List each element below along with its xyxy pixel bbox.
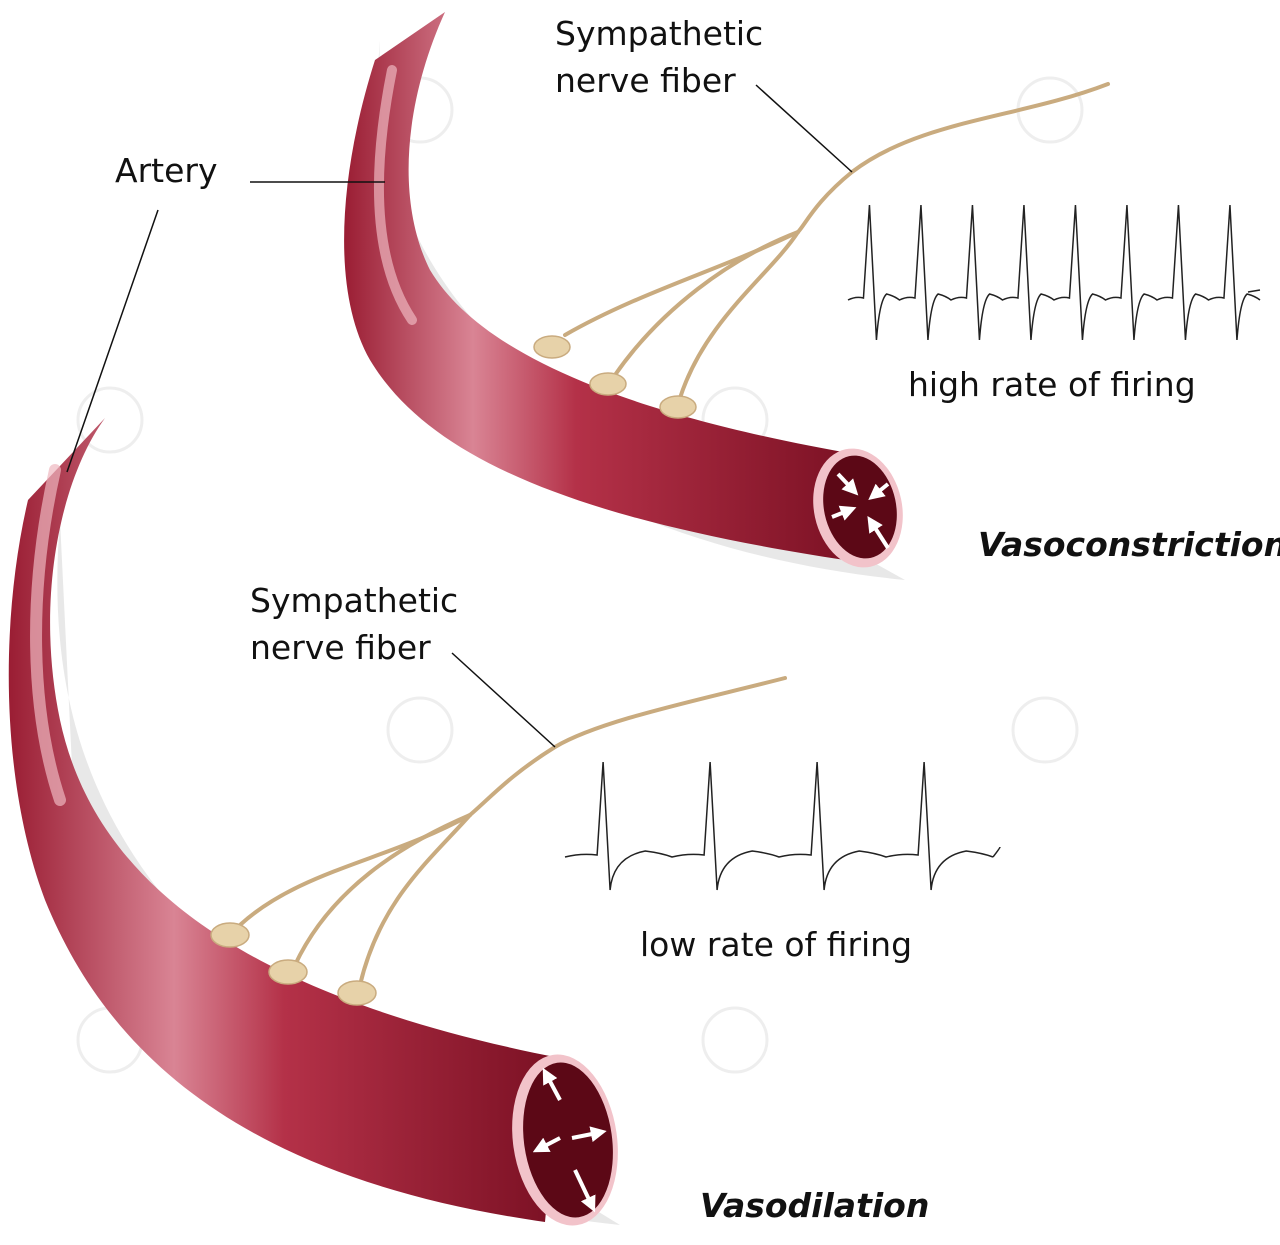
nerve-fiber-label-bottom: Sympathetic nerve fiber <box>250 577 458 671</box>
watermark-spiral-icon <box>388 698 452 762</box>
artery-bottom <box>9 418 629 1232</box>
low-rate-label: low rate of firing <box>640 921 912 968</box>
watermark-spiral-icon <box>1013 698 1077 762</box>
artery-bottom-body <box>9 418 560 1222</box>
trace-low-rate <box>565 762 1000 890</box>
artery-label: Artery <box>115 147 217 194</box>
nerve-bottom-leader <box>452 653 555 747</box>
trace-high-rate <box>848 205 1260 340</box>
artery-leader-bottom <box>67 210 158 472</box>
vasodilation-title: Vasodilation <box>700 1186 929 1225</box>
low-rate-spike-trace <box>565 762 993 890</box>
high-rate-label: high rate of firing <box>908 361 1196 408</box>
watermark-spiral-icon <box>703 1008 767 1072</box>
nerve-fiber-label-top: Sympathetic nerve fiber <box>555 10 763 104</box>
high-rate-spike-trace <box>848 205 1260 340</box>
low-rate-trace-tail <box>993 847 1000 857</box>
nerve-top-leader <box>756 85 852 172</box>
vasoconstriction-title: Vasoconstriction <box>978 525 1280 564</box>
watermark-spiral-icon <box>1018 78 1082 142</box>
high-rate-trace-tail <box>1248 290 1260 292</box>
